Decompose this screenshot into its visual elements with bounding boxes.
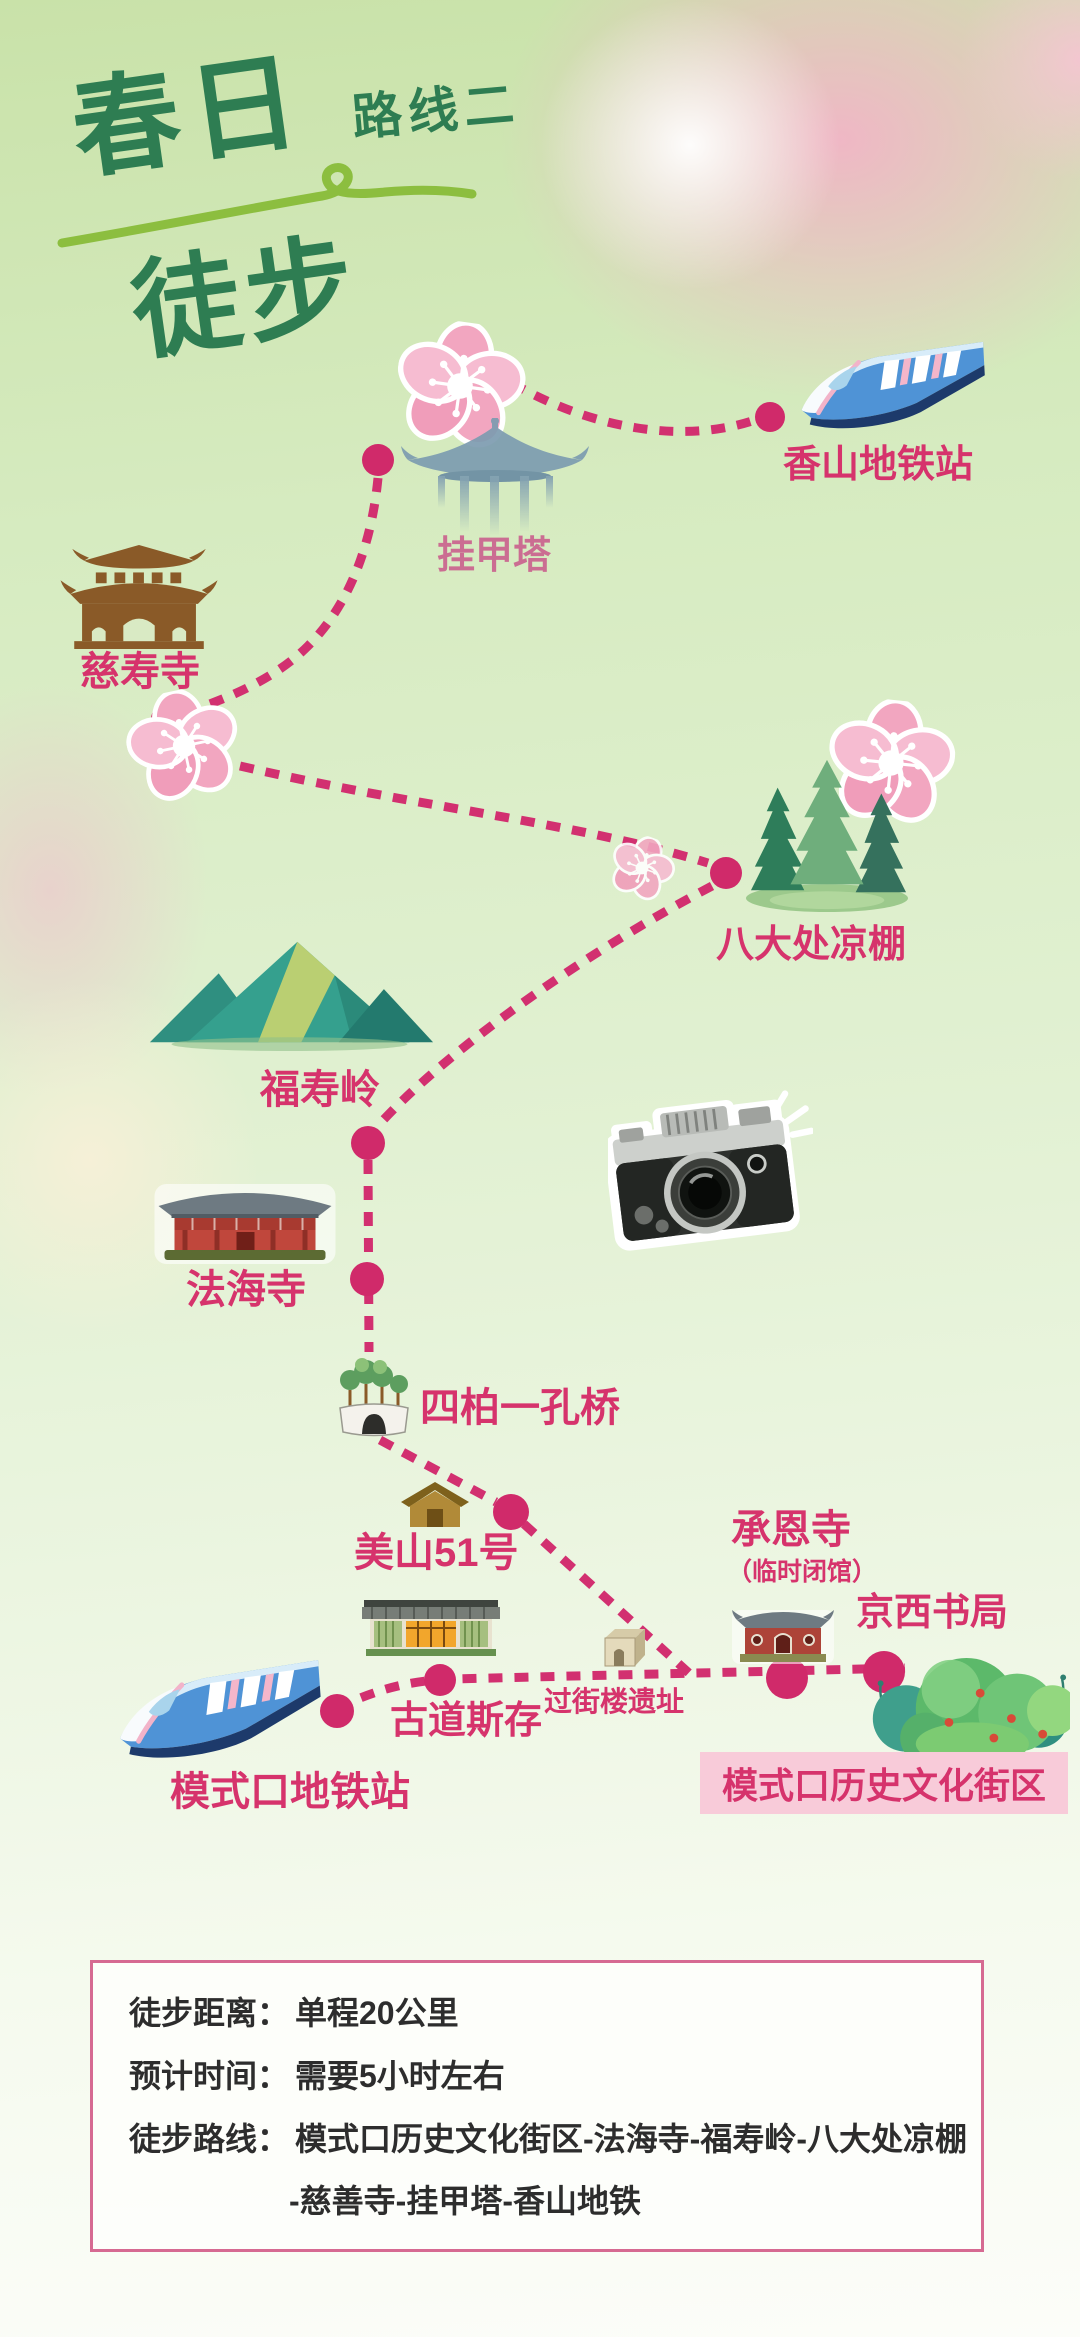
waypoint-dot [351,1126,385,1160]
temple-courtyard-icon [732,1610,834,1664]
pagoda-pavilion-icon [401,418,589,536]
stop-label-jingxi-bookstore: 京西书局 [856,1592,1009,1634]
overstreet-tower-ruins-icon [604,1629,645,1667]
green-bushes-icon [872,1657,1070,1766]
waypoint-dot [863,1651,905,1693]
waypoint-dot [424,1664,456,1696]
info-label-distance: 徒步距离： [129,1995,290,2031]
info-row-route: 徒步路线： 模式口历史文化街区-法海寺-福寿岭-八大处凉棚 [129,2123,967,2155]
stop-note-chengensi: （临时闭馆） [727,1558,878,1586]
title-squiggle [57,163,477,248]
stop-label-badachu: 八大处凉棚 [716,924,907,966]
waypoint-dot [350,1262,384,1296]
stone-arch-bridge-icon [339,1358,409,1437]
stop-label-fushouling: 福寿岭 [260,1068,380,1112]
moshikou-district-banner: 模式口历史文化街区 [700,1752,1068,1814]
stop-label-meishan51: 美山51号 [354,1531,519,1575]
poster-title-line2: 徒步 [124,221,368,374]
stop-label-gudao-sicun: 古道斯存 [390,1700,543,1742]
stop-label-xiangshan-station: 香山地铁站 [783,444,974,486]
stop-label-fahaisi: 法海寺 [186,1268,306,1312]
info-label-route: 徒步路线： [129,2121,290,2157]
pine-forest-icon [745,759,909,913]
stop-label-chengensi: 承恩寺 [731,1508,851,1552]
stop-label-moshikou-station: 模式口地铁站 [170,1770,410,1814]
waypoint-dot [710,857,742,889]
old-street-shop-icon [362,1600,500,1656]
mountains-icon [149,941,434,1052]
waypoint-dot [320,1694,354,1728]
info-value-time: 需要5小时左右 [295,2058,505,2094]
vintage-camera-icon [608,1090,813,1251]
cherry-blossom-icon [118,680,251,813]
waypoint-dot [362,444,394,476]
stop-label-cishousi: 慈寿寺 [80,650,200,694]
info-row-time: 预计时间： 需要5小时左右 [129,2060,505,2092]
info-value-route: 模式口历史文化街区-法海寺-福寿岭-八大处凉棚 [295,2121,967,2157]
temple-hall-icon [154,1184,336,1264]
temple-gate-icon [60,544,218,649]
stop-label-guajiata: 挂甲塔 [437,535,552,577]
stop-label-guojielou: 过街楼遗址 [544,1686,685,1717]
info-label-time: 预计时间： [129,2058,290,2094]
info-value-distance: 单程20公里 [295,1995,459,2031]
wooden-hut-icon [401,1482,469,1527]
waypoint-dot [755,402,785,432]
route-number-badge: 路线二 [349,75,523,147]
waypoint-dot [493,1494,529,1530]
train-icon [109,1655,331,1772]
stop-label-sibai-bridge: 四柏一孔桥 [420,1386,620,1430]
route-info-box: 徒步距离： 单程20公里 预计时间： 需要5小时左右 徒步路线： 模式口历史文化… [90,1960,984,2252]
train-icon [793,337,993,440]
info-route-continuation: -慈善寺-挂甲塔-香山地铁 [289,2183,641,2219]
info-row-distance: 徒步距离： 单程20公里 [129,1997,459,2029]
waypoint-dot [766,1657,808,1699]
